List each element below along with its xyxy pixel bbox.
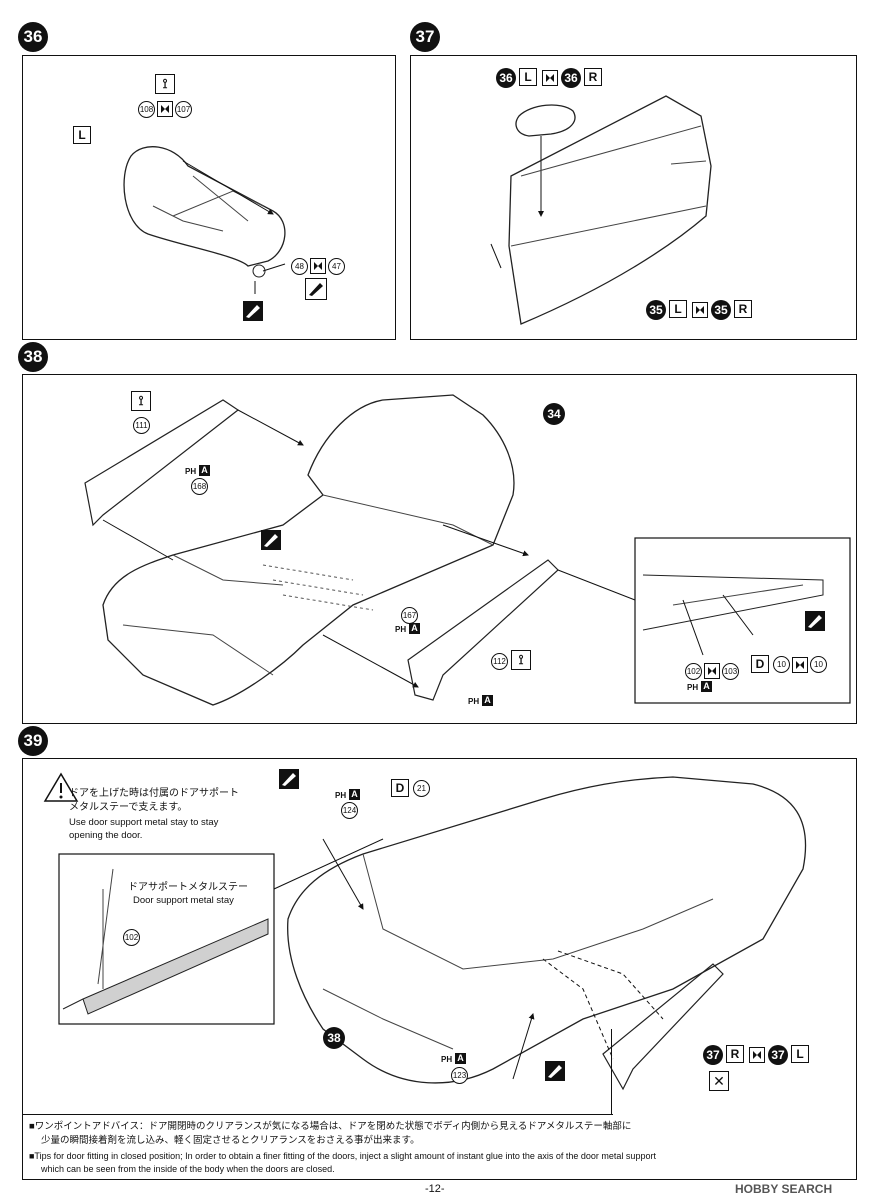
glue-icon (243, 301, 263, 321)
part-103: 103 (722, 663, 739, 680)
paint-code-a: A (349, 789, 360, 800)
side-left-label: L (73, 126, 91, 144)
inset-label-en: Door support metal stay (133, 895, 234, 906)
inset-label-jp: ドアサポートメタルステー (128, 882, 248, 893)
join-icon (542, 70, 558, 86)
part-102: 102 (123, 929, 140, 946)
ref-part-34: 34 (543, 403, 565, 425)
plastic-part-icon: ⟟ (131, 391, 151, 411)
glue-icon (545, 1061, 565, 1081)
caution-text-en-1: Use door support metal stay to stay (69, 817, 219, 828)
ref-part-35: 35 (646, 300, 666, 320)
step-38-number: 38 (18, 342, 48, 372)
decal-21: 21 (413, 780, 430, 797)
paint-ph-label: PH (185, 467, 197, 476)
side-right-label: R (734, 300, 752, 318)
step-36-panel: ⟟ 108 107 L 48 47 (22, 55, 396, 340)
footnote-en-2: which can be seen from the inside of the… (41, 1164, 335, 1174)
join-icon (792, 657, 808, 673)
join-icon (704, 663, 720, 679)
footnote-jp-1: ■ワンポイントアドバイス：ドア開閉時のクリアランスが気になる場合は、ドアを閉めた… (29, 1121, 632, 1132)
part-123: 123 (451, 1067, 468, 1084)
decal-d-label: D (391, 779, 409, 797)
watermark: HOBBY SEARCH (735, 1182, 833, 1196)
decal-10: 10 (773, 656, 790, 673)
part-108: 108 (138, 101, 155, 118)
paint-ph-label: PH (468, 697, 480, 706)
glue-icon (261, 530, 281, 550)
glue-icon (805, 611, 825, 631)
footnote-jp-2: 少量の瞬間接着剤を流し込み、軽く固定させるとクリアランスをおさえる事が出来ます。 (41, 1135, 420, 1146)
cement-icon (305, 278, 327, 300)
step-37-number: 37 (410, 22, 440, 52)
part-168: 168 (191, 478, 208, 495)
paint-ph-label: PH (441, 1055, 453, 1064)
part-112: 112 (491, 653, 508, 670)
page-number: -12- (425, 1183, 445, 1195)
part-111: 111 (133, 417, 150, 434)
side-right-label: R (726, 1045, 744, 1063)
part-107: 107 (175, 101, 192, 118)
join-icon (157, 101, 173, 117)
part-102: 102 (685, 663, 702, 680)
ref-part-36: 36 (561, 68, 581, 88)
side-right-label: R (584, 68, 602, 86)
caution-text-jp-2: メタルステーで支えます。 (69, 802, 188, 813)
side-left-label: L (669, 300, 687, 318)
ref-part-37: 37 (768, 1045, 788, 1065)
step-39-number: 39 (18, 726, 48, 756)
no-glue-icon: ✕ (709, 1071, 729, 1091)
step-38-panel: ⟟ 111 PH A 168 34 167 PH A 112 ⟟ PH A 10… (22, 374, 857, 724)
side-left-label: L (519, 68, 537, 86)
glue-icon (279, 769, 299, 789)
plastic-part-icon: ⟟ (155, 74, 175, 94)
side-left-label: L (791, 1045, 809, 1063)
paint-ph-label: PH (687, 683, 699, 692)
ref-part-38: 38 (323, 1027, 345, 1049)
paint-code-a: A (482, 695, 493, 706)
paint-code-a: A (199, 465, 210, 476)
step-39-panel: ドアを上げた時は付属のドアサポート メタルステーで支えます。 Use door … (22, 758, 857, 1180)
paint-ph-label: PH (335, 791, 347, 800)
step-36-number: 36 (18, 22, 48, 52)
footnote-en-1: ■Tips for door fitting in closed positio… (29, 1151, 656, 1161)
door-drawing (490, 95, 712, 325)
step-37-panel: 36 L 36 R 35 L 35 R (410, 55, 857, 340)
caution-text-en-2: opening the door. (69, 830, 143, 841)
paint-code-a: A (701, 681, 712, 692)
decal-d-label: D (751, 655, 769, 673)
part-47: 47 (328, 258, 345, 275)
caution-text-jp-1: ドアを上げた時は付属のドアサポート (69, 788, 239, 799)
part-167: 167 (401, 607, 418, 624)
part-48: 48 (291, 258, 308, 275)
plastic-part-icon: ⟟ (511, 650, 531, 670)
join-icon (310, 258, 326, 274)
ref-part-37: 37 (703, 1045, 723, 1065)
ref-part-36: 36 (496, 68, 516, 88)
paint-code-a: A (455, 1053, 466, 1064)
ref-part-35: 35 (711, 300, 731, 320)
join-icon (749, 1047, 765, 1063)
full-body-drawing (43, 772, 807, 1091)
paint-ph-label: PH (395, 625, 407, 634)
part-124: 124 (341, 802, 358, 819)
decal-10: 10 (810, 656, 827, 673)
paint-code-a: A (409, 623, 420, 634)
footnote-divider (23, 1114, 613, 1115)
join-icon (692, 302, 708, 318)
footnote-divider-vertical (611, 1029, 612, 1115)
spoiler-left-drawing (123, 146, 286, 294)
